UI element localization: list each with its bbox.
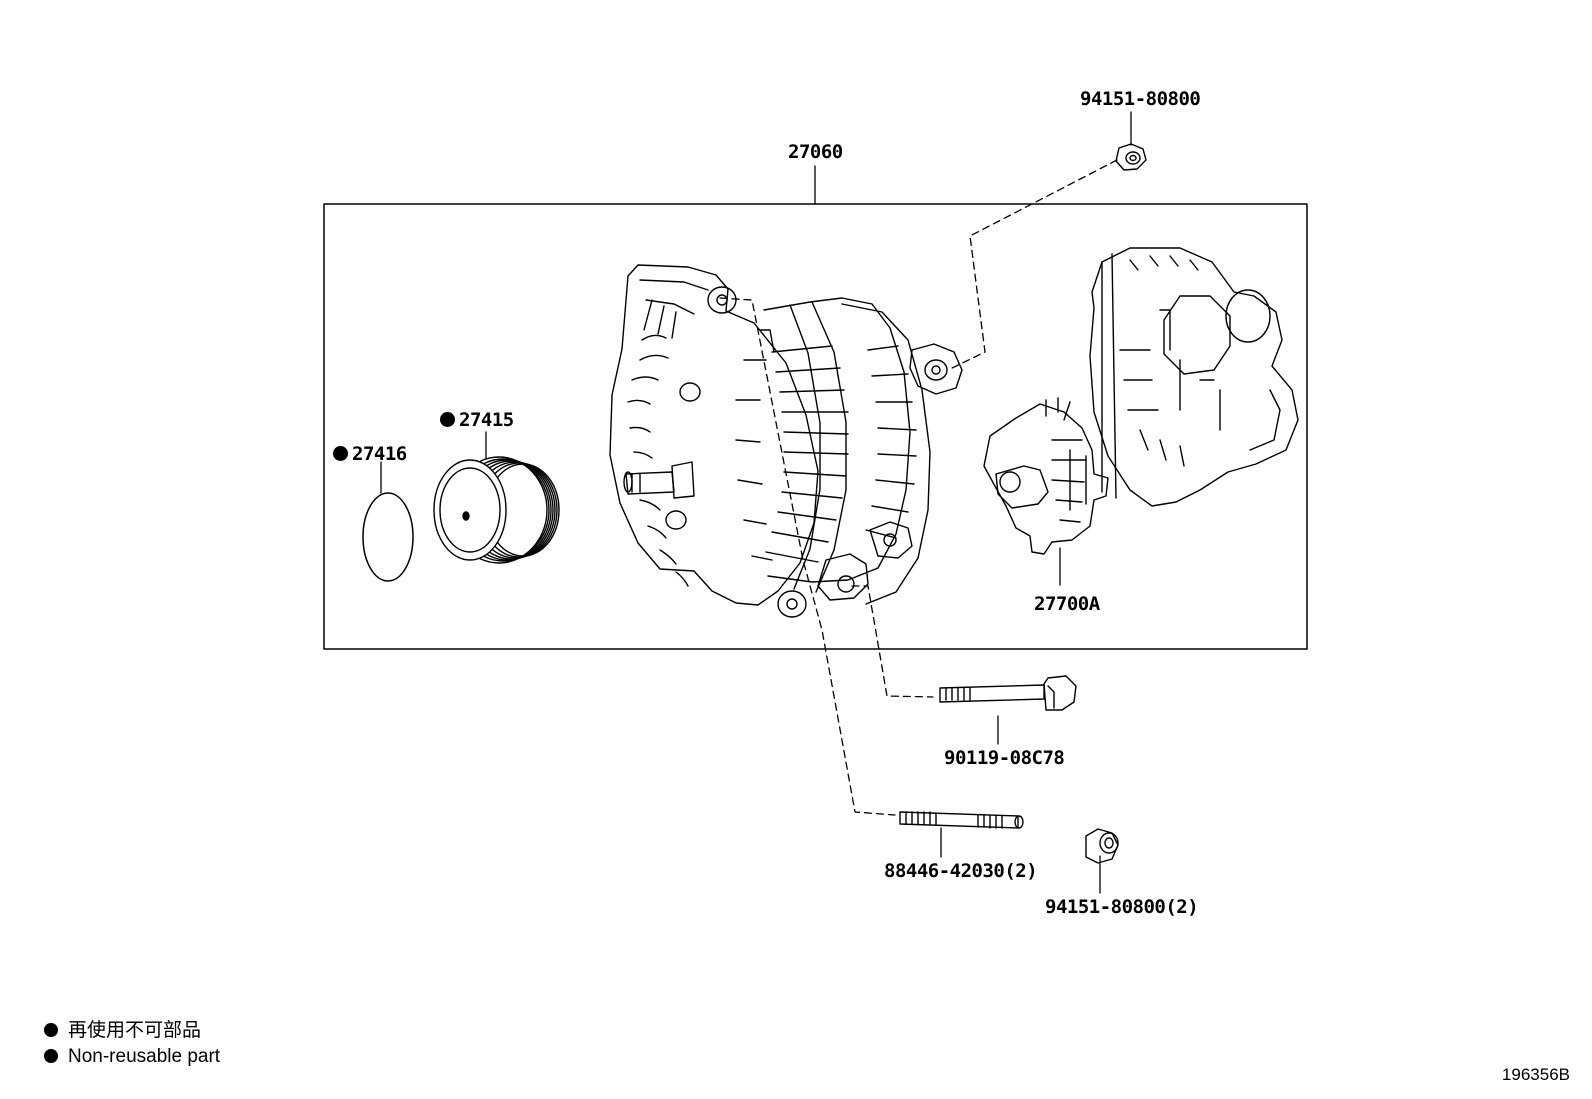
non-reusable-dot-icon xyxy=(440,412,455,427)
label-27060: 27060 xyxy=(788,141,843,163)
pulley-27415 xyxy=(433,456,560,564)
label-94151-top: 94151-80800 xyxy=(1080,88,1201,110)
bolt-90119 xyxy=(939,675,1077,711)
label-94151-bottom: 94151-80800(2) xyxy=(1045,896,1199,918)
non-reusable-dot-icon xyxy=(44,1049,58,1063)
legend-en: Non-reusable part xyxy=(44,1046,220,1068)
stud-88446 xyxy=(899,811,1024,829)
label-27415: 27415 xyxy=(440,410,514,430)
label-27416: 27416 xyxy=(333,444,407,464)
label-90119: 90119-08C78 xyxy=(944,747,1065,769)
label-27700A: 27700A xyxy=(1034,593,1100,615)
snap-ring-27416 xyxy=(362,492,414,582)
rear-cover xyxy=(1089,247,1299,507)
regulator-27700A xyxy=(983,397,1109,555)
nut-bottom xyxy=(1085,828,1119,864)
non-reusable-dot-icon xyxy=(333,446,348,461)
legend-jp: 再使用不可部品 xyxy=(44,1020,201,1042)
illustration-id: 196356B xyxy=(1501,1065,1570,1084)
alternator-body xyxy=(609,264,963,618)
nut-top xyxy=(1115,143,1147,171)
non-reusable-dot-icon xyxy=(44,1023,58,1037)
label-88446: 88446-42030(2) xyxy=(884,860,1038,882)
dashed-guides xyxy=(719,159,1118,816)
